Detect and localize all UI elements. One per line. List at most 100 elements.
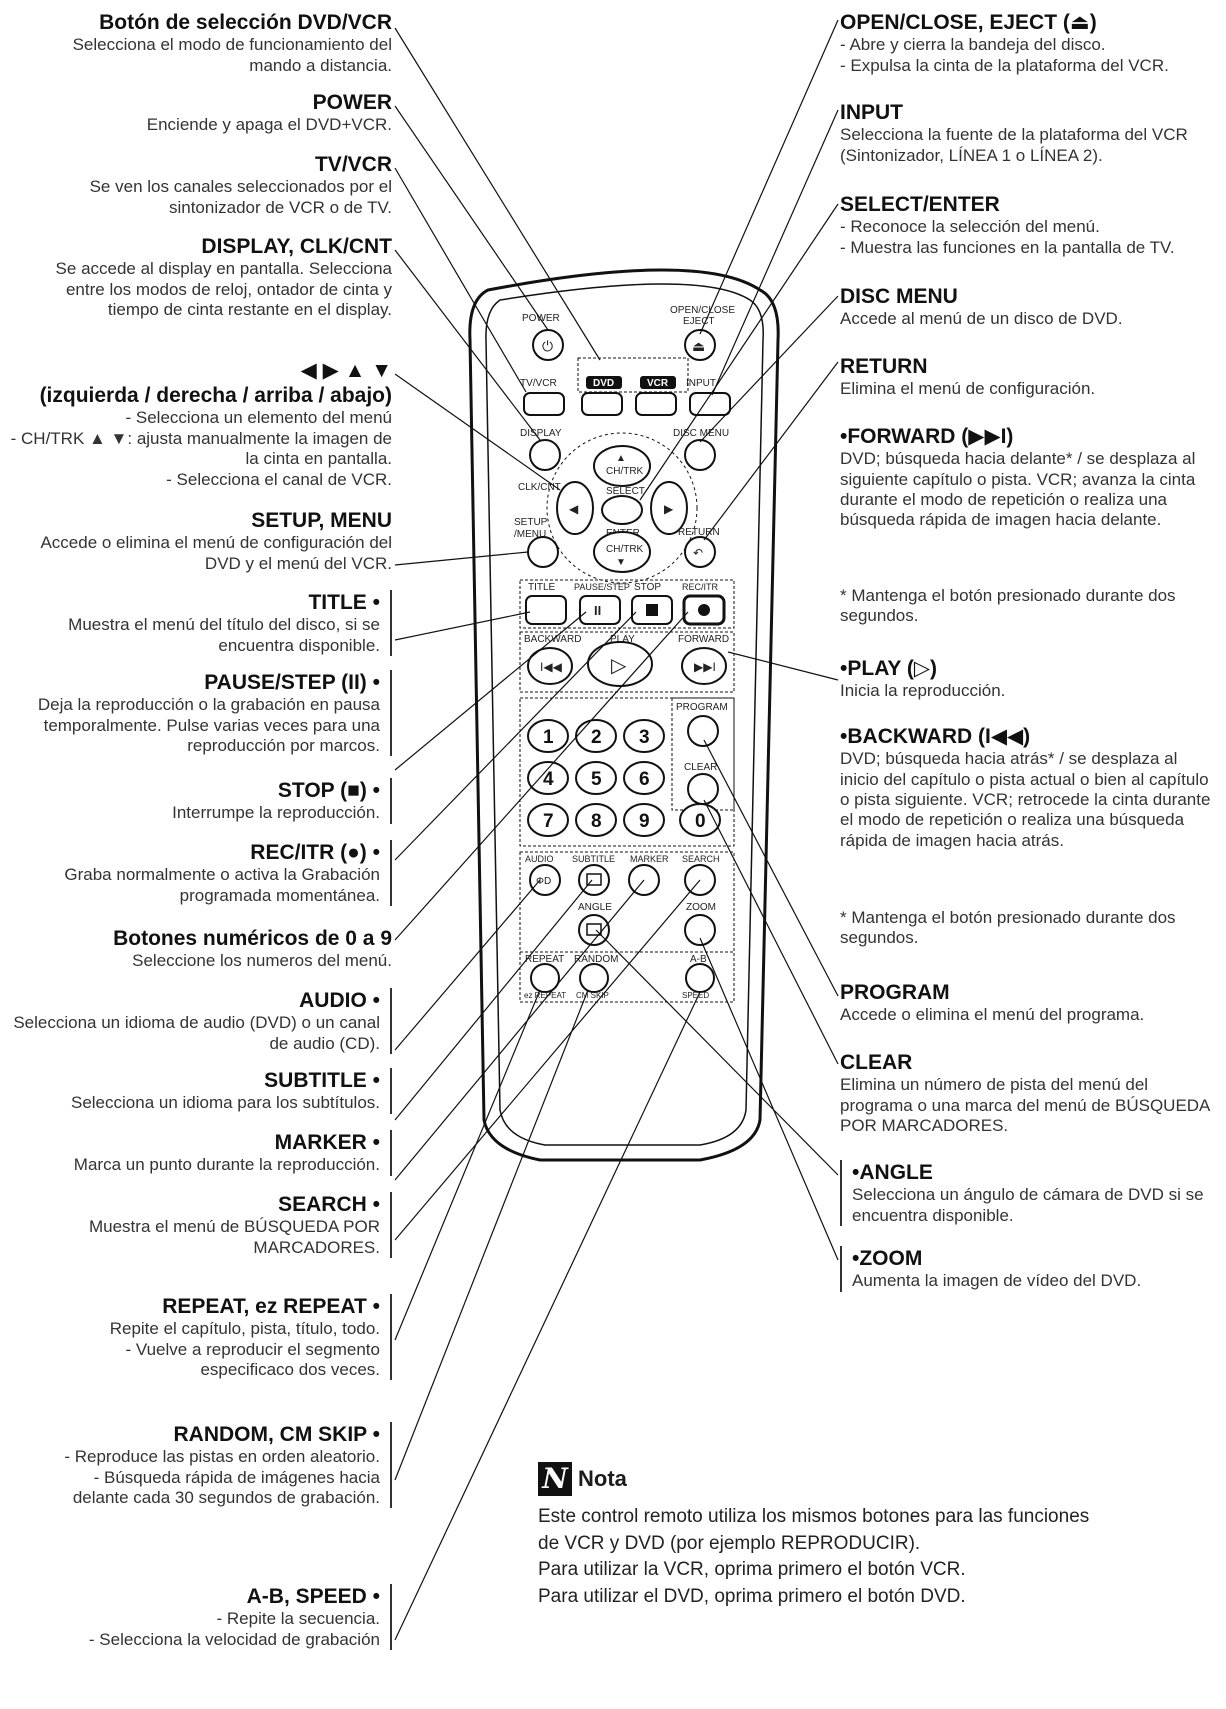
annot-input: INPUT Selecciona la fuente de la platafo…	[840, 100, 1220, 166]
num-9-button[interactable]	[623, 803, 665, 837]
annot-desc: Elimina un número de pista del menú del …	[840, 1075, 1210, 1135]
setup-menu-button[interactable]	[527, 536, 559, 568]
return-button[interactable]	[684, 536, 716, 568]
leader-lines	[394, 19, 839, 1641]
label-ez-repeat: ez REPEAT	[524, 991, 566, 1000]
annot-title: TV/VCR	[314, 153, 392, 176]
annot-title: Botón de selección DVD/VCR	[99, 11, 392, 34]
annot-ab-speed: A-B, SPEED - Repite la secuencia. - Sele…	[0, 1584, 392, 1650]
transport-frame-top	[519, 579, 735, 629]
annot-title: REC/ITR (●)	[0, 840, 380, 865]
select-enter-button[interactable]	[601, 495, 643, 525]
right-button[interactable]	[650, 481, 688, 535]
annot-setup-menu: SETUP, MENU Accede o elimina el menú de …	[0, 508, 392, 574]
annot-desc: - Selecciona un elemento del menú - CH/T…	[0, 408, 392, 490]
annot-line: - Selecciona un elemento del menú	[125, 408, 393, 428]
annot-rec-itr: REC/ITR (●) Graba normalmente o activa l…	[0, 840, 392, 906]
annot-dvd-vcr-select: Botón de selección DVD/VCR Selecciona el…	[0, 10, 392, 76]
right-arrow-icon: ▶	[664, 502, 674, 516]
annot-desc: Selecciona la fuente de la plataforma de…	[840, 125, 1188, 165]
annot-title: POWER	[312, 91, 392, 114]
label-subtitle: SUBTITLE	[572, 854, 615, 864]
annot-desc: Interrumpe la reproducción.	[172, 803, 380, 823]
label-ab: A-B	[690, 954, 707, 965]
disc-menu-button[interactable]	[684, 439, 716, 471]
annot-title: A-B, SPEED	[0, 1584, 380, 1609]
num-0-label: 0	[695, 811, 706, 832]
nota-icon: N	[538, 1462, 572, 1496]
label-select: SELECT	[606, 486, 645, 497]
ch-trk-up-button[interactable]	[593, 445, 651, 487]
stop-icon	[646, 604, 658, 616]
num-4-label: 4	[543, 769, 554, 790]
play-button[interactable]	[587, 641, 653, 687]
num-3-button[interactable]	[623, 719, 665, 753]
zoom-button[interactable]	[684, 914, 716, 946]
dvd-tag	[586, 376, 622, 389]
annot-desc: * Mantenga el botón presionado durante d…	[840, 908, 1176, 948]
audio-icon: ΦD	[536, 876, 551, 887]
num-5-button[interactable]	[575, 761, 617, 795]
annot-title: STOP (■)	[0, 778, 380, 803]
up-arrow-icon: ▲	[616, 453, 626, 464]
annot-desc: Seleccione los numeros del menú.	[132, 951, 392, 971]
annot-title: RETURN	[840, 355, 928, 378]
annot-play: PLAY (▷) Inicia la reproducción.	[840, 656, 1220, 702]
annot-desc: Elimina el menú de configuración.	[840, 379, 1096, 399]
num-6-button[interactable]	[623, 761, 665, 795]
label-title: TITLE	[528, 582, 556, 593]
annot-desc: Repite el capítulo, pista, título, todo.…	[0, 1319, 380, 1380]
num-3-label: 3	[639, 727, 650, 748]
nav-ring	[546, 432, 698, 584]
annot-title: SETUP, MENU	[251, 509, 392, 532]
num-4-button[interactable]	[527, 761, 569, 795]
annot-line: - CH/TRK ▲ ▼: ajusta manualmente la imag…	[10, 428, 392, 469]
audio-button[interactable]	[529, 864, 561, 896]
annot-desc: - Reproduce las pistas en orden aleatori…	[0, 1447, 380, 1508]
annot-desc: Enciende y apaga el DVD+VCR.	[146, 115, 392, 135]
display-button[interactable]	[529, 439, 561, 471]
pause-step-button[interactable]	[579, 595, 621, 625]
annot-title: FORWARD (▶▶I)	[840, 424, 1220, 449]
left-button[interactable]	[556, 481, 594, 535]
num-9-label: 9	[639, 811, 650, 832]
label-pause-step: PAUSE/STEP	[574, 582, 630, 592]
vcr-button[interactable]	[635, 392, 677, 416]
tv-vcr-button[interactable]	[523, 392, 565, 416]
ab-button[interactable]	[685, 963, 715, 993]
label-setup: SETUP	[514, 517, 548, 528]
forward-button[interactable]	[681, 647, 727, 685]
function-frame	[519, 851, 735, 1003]
annot-title: OPEN/CLOSE, EJECT (⏏)	[840, 11, 1097, 34]
subtitle-icon	[586, 873, 602, 886]
label-zoom: ZOOM	[686, 902, 716, 913]
ch-trk-down-button[interactable]	[593, 531, 651, 573]
num-7-button[interactable]	[527, 803, 569, 837]
remote-inner-edge	[485, 283, 764, 1146]
dvd-vcr-frame	[577, 357, 689, 393]
program-button[interactable]	[687, 715, 719, 747]
num-8-button[interactable]	[575, 803, 617, 837]
annot-line: - Búsqueda rápida de imágenes hacia dela…	[72, 1467, 380, 1507]
label-ch-trk-up: CH/TRK	[606, 466, 644, 477]
annot-angle: ANGLE Selecciona un ángulo de cámara de …	[840, 1160, 1222, 1226]
annot-desc: Accede al menú de un disco de DVD.	[840, 309, 1123, 329]
repeat-button[interactable]	[530, 963, 560, 993]
backward-button[interactable]	[527, 647, 573, 685]
annot-title: PROGRAM	[840, 981, 950, 1004]
annot-desc: Se accede al display en pantalla. Selecc…	[55, 259, 392, 319]
dvd-button[interactable]	[581, 392, 623, 416]
angle-button[interactable]	[578, 914, 610, 946]
clear-button[interactable]	[687, 773, 719, 805]
eject-button[interactable]	[684, 329, 716, 361]
annot-numbers: Botones numéricos de 0 a 9 Seleccione lo…	[0, 926, 392, 972]
num-1-button[interactable]	[527, 719, 569, 753]
random-button[interactable]	[579, 963, 609, 993]
annot-desc: Inicia la reproducción.	[840, 681, 1006, 701]
title-button[interactable]	[525, 595, 567, 625]
num-2-button[interactable]	[575, 719, 617, 753]
annot-select-enter: SELECT/ENTER - Reconoce la selección del…	[840, 192, 1220, 258]
annot-line: - Selecciona el canal de VCR.	[166, 469, 392, 489]
label-disc-menu: DISC MENU	[673, 428, 729, 439]
